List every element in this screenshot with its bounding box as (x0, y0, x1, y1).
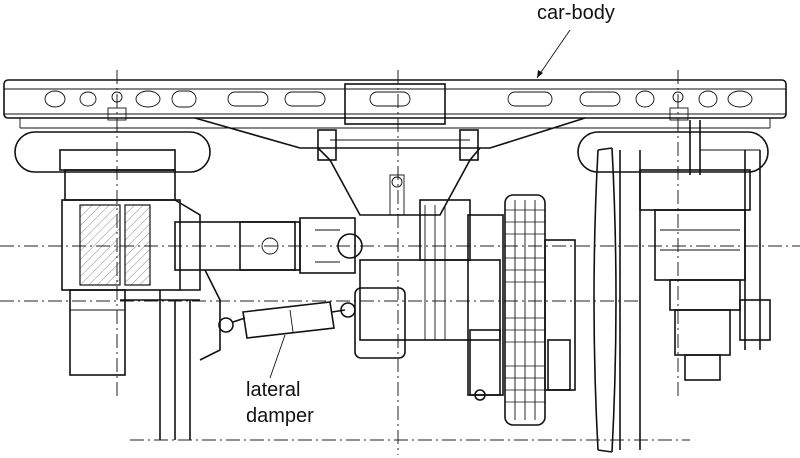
leader-lines (269, 29, 571, 379)
lateral-damper-label-line1: lateral (246, 379, 301, 401)
lateral-damper-label-line2: damper (246, 405, 314, 427)
fasteners (107, 91, 689, 121)
lateral-damper (218, 301, 356, 339)
right-gear-unit (639, 120, 771, 381)
left-axle-box (61, 169, 201, 376)
wheel (593, 147, 641, 453)
right-air-spring (577, 131, 769, 173)
car-body-frame (3, 79, 787, 149)
axle-assembly (354, 199, 504, 401)
bogie-frame (159, 217, 363, 440)
brake-disc (504, 194, 576, 426)
left-air-spring (14, 131, 211, 173)
car-body-label: car-body (537, 2, 615, 24)
bolster-bracket (317, 129, 481, 216)
